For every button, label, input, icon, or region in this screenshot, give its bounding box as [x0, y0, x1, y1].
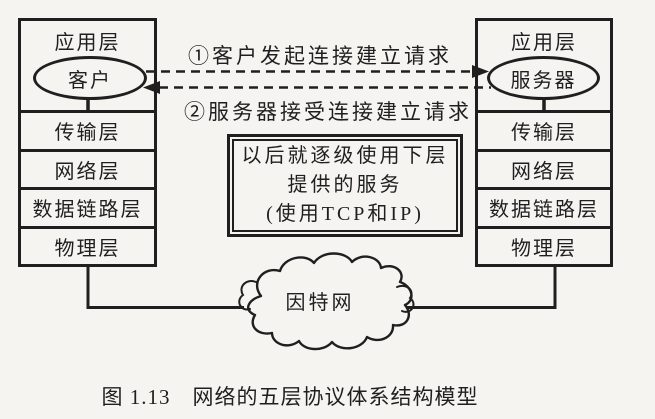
note-line-1: 以后就逐级使用下层 — [241, 145, 449, 167]
note-line-2: 提供的服务 — [287, 174, 403, 196]
client-physical-layer: 物理层 — [21, 225, 154, 265]
figure-caption: 图 1.13 网络的五层协议体系结构模型 — [101, 385, 479, 409]
client-entity-ellipse: 客户 — [33, 56, 147, 100]
server-physical-layer: 物理层 — [478, 225, 610, 265]
accept-message-label: ②服务器接受连接建立请求 — [184, 100, 472, 124]
client-application-layer: 应用层 — [54, 32, 121, 54]
service-note-text: 以后就逐级使用下层 提供的服务 (使用TCP和IP) — [232, 139, 458, 232]
server-application-layer: 应用层 — [511, 32, 577, 54]
server-protocol-stack: 应用层 传输层 网络层 数据链路层 物理层 — [475, 18, 613, 267]
server-datalink-layer: 数据链路层 — [478, 187, 610, 226]
service-note-box: 以后就逐级使用下层 提供的服务 (使用TCP和IP) — [227, 134, 463, 237]
request-message-label: ①客户发起连接建立请求 — [188, 44, 452, 68]
cloud-left-puff-icon — [238, 280, 257, 311]
note-line-3: (使用TCP和IP) — [266, 203, 424, 225]
client-network-layer: 网络层 — [21, 148, 154, 188]
server-entity-ellipse: 服务器 — [487, 56, 600, 100]
server-network-layer: 网络层 — [478, 148, 610, 188]
internet-label: 因特网 — [285, 292, 355, 314]
client-protocol-stack: 应用层 传输层 网络层 数据链路层 物理层 — [18, 18, 157, 267]
server-to-internet-line — [406, 265, 557, 309]
server-transport-layer: 传输层 — [478, 110, 610, 149]
client-datalink-layer: 数据链路层 — [21, 187, 154, 226]
cloud-right-puff-icon — [396, 285, 415, 313]
client-transport-layer: 传输层 — [21, 110, 154, 149]
client-to-internet-line — [86, 265, 244, 309]
